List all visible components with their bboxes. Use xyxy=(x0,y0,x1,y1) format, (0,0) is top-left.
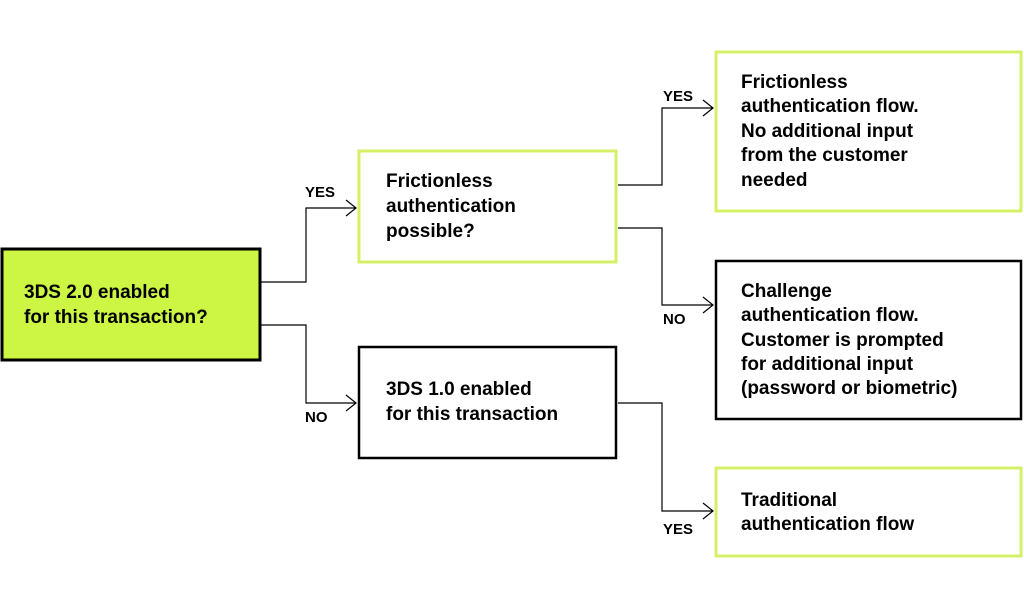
edge-label-root-yes: YES xyxy=(305,184,335,201)
frictionless-flow-line-3: No additional input xyxy=(741,121,914,142)
challenge-flow-box xyxy=(714,259,1023,421)
challenge-flow-line-2: authentication flow. xyxy=(741,305,919,326)
threeds1-enabled-text: 3DS 1.0 enabled for this transaction xyxy=(386,379,558,425)
edge-label-frictionless-no: NO xyxy=(663,311,686,328)
traditional-flow-line-2: authentication flow xyxy=(741,514,914,535)
threeds1-enabled-box xyxy=(357,345,618,460)
edge-label-root-no: NO xyxy=(305,409,328,426)
frictionless-possible-text: Frictionless authentication possible? xyxy=(386,171,521,242)
traditional-flow-line-1: Traditional xyxy=(741,490,837,511)
frictionless-flow-text: Frictionless authentication flow. No add… xyxy=(741,72,924,191)
frictionless-possible-box xyxy=(357,149,618,264)
connector-root-to-frictionless xyxy=(261,207,356,283)
challenge-flow-line-4: for additional input xyxy=(741,354,914,375)
arrowhead-frictionless-to-flow xyxy=(702,99,714,117)
root-decision-text: 3DS 2.0 enabled for this transaction? xyxy=(24,282,208,328)
root-decision-box xyxy=(0,247,262,362)
challenge-flow-line-3: Customer is prompted xyxy=(741,330,944,351)
connector-frictionless-to-flow xyxy=(618,107,713,186)
frictionless-possible-line-1: Frictionless xyxy=(386,171,493,192)
frictionless-possible-line-2: authentication xyxy=(386,196,516,217)
edge-label-frictionless-yes: YES xyxy=(663,88,693,105)
frictionless-possible-line-3: possible? xyxy=(386,221,475,242)
edge-label-threeds1-yes: YES xyxy=(663,521,693,538)
challenge-flow-text: Challenge authentication flow. Customer … xyxy=(741,281,957,399)
root-decision-line-2: for this transaction? xyxy=(24,307,208,328)
frictionless-flow-line-1: Frictionless xyxy=(741,72,848,93)
threeds1-enabled-line-2: for this transaction xyxy=(386,404,558,425)
root-decision-line-1: 3DS 2.0 enabled xyxy=(24,282,170,303)
connector-threeds1-to-traditional xyxy=(618,402,713,512)
frictionless-flow-line-2: authentication flow. xyxy=(741,96,919,117)
traditional-flow-box xyxy=(714,466,1023,558)
frictionless-flow-box xyxy=(714,50,1023,213)
frictionless-flow-line-4: from the customer xyxy=(741,145,908,166)
challenge-flow-line-5: (password or biometric) xyxy=(741,378,957,399)
arrowhead-threeds1-to-traditional xyxy=(702,502,714,520)
threeds1-enabled-line-1: 3DS 1.0 enabled xyxy=(386,379,532,400)
connector-frictionless-to-challenge xyxy=(618,227,713,306)
frictionless-flow-line-5: needed xyxy=(741,170,808,191)
challenge-flow-line-1: Challenge xyxy=(741,281,832,302)
arrowhead-root-to-frictionless xyxy=(345,199,357,217)
connector-root-to-threeds1 xyxy=(261,324,356,404)
traditional-flow-text: Traditional authentication flow xyxy=(741,490,914,535)
arrowhead-frictionless-to-challenge xyxy=(702,296,714,314)
arrowhead-root-to-threeds1 xyxy=(345,394,357,412)
